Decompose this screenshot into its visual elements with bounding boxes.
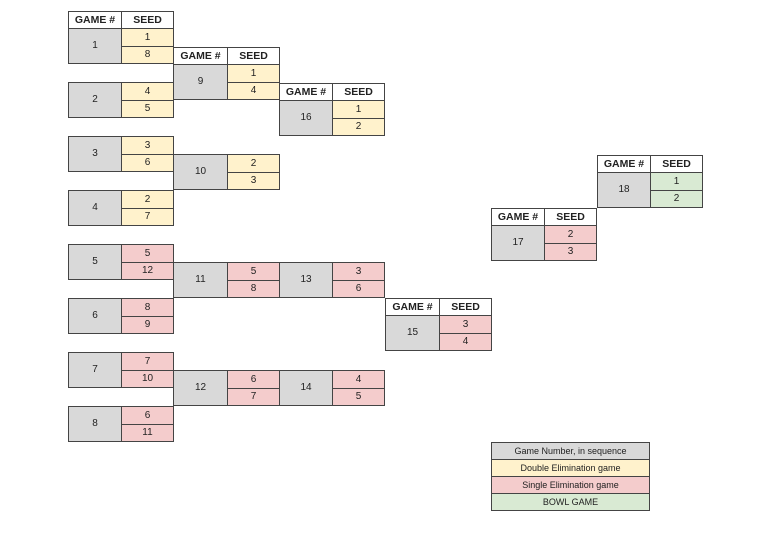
game-10-number: 10 xyxy=(173,154,228,190)
game-2-seed-top: 4 xyxy=(121,82,174,101)
game-14-seed-bottom: 5 xyxy=(332,388,385,406)
header-seed: SEED xyxy=(544,208,597,226)
legend-bowl-game: BOWL GAME xyxy=(491,493,650,511)
game-3-seed-top: 3 xyxy=(121,136,174,155)
legend-game-number: Game Number, in sequence xyxy=(491,442,650,460)
game-6-number: 6 xyxy=(68,298,122,334)
header-game: GAME # xyxy=(279,83,333,101)
header-game: GAME # xyxy=(68,11,122,29)
game-9-seed-top: 1 xyxy=(227,64,280,83)
game-8-number: 8 xyxy=(68,406,122,442)
header-game: GAME # xyxy=(173,47,228,65)
game-7-seed-bottom: 10 xyxy=(121,370,174,388)
game-2-seed-bottom: 5 xyxy=(121,100,174,118)
game-9-seed-bottom: 4 xyxy=(227,82,280,100)
game-1-seed-top: 1 xyxy=(121,28,174,47)
game-17-number: 17 xyxy=(491,225,545,261)
game-14-seed-top: 4 xyxy=(332,370,385,389)
header-seed: SEED xyxy=(650,155,703,173)
game-9-number: 9 xyxy=(173,64,228,100)
game-3-seed-bottom: 6 xyxy=(121,154,174,172)
game-12-number: 12 xyxy=(173,370,228,406)
game-13-seed-bottom: 6 xyxy=(332,280,385,298)
game-7-seed-top: 7 xyxy=(121,352,174,371)
header-seed: SEED xyxy=(439,298,492,316)
game-5-number: 5 xyxy=(68,244,122,280)
game-4-seed-bottom: 7 xyxy=(121,208,174,226)
game-11-seed-top: 5 xyxy=(227,262,280,281)
game-14-number: 14 xyxy=(279,370,333,406)
game-16-seed-bottom: 2 xyxy=(332,118,385,136)
game-8-seed-top: 6 xyxy=(121,406,174,425)
game-12-seed-top: 6 xyxy=(227,370,280,389)
game-5-seed-top: 5 xyxy=(121,244,174,263)
game-10-seed-top: 2 xyxy=(227,154,280,173)
legend-single-elimination: Single Elimination game xyxy=(491,476,650,494)
game-5-seed-bottom: 12 xyxy=(121,262,174,280)
game-18-seed-bottom: 2 xyxy=(650,190,703,208)
game-6-seed-bottom: 9 xyxy=(121,316,174,334)
game-13-number: 13 xyxy=(279,262,333,298)
game-6-seed-top: 8 xyxy=(121,298,174,317)
header-game: GAME # xyxy=(385,298,440,316)
header-seed: SEED xyxy=(332,83,385,101)
game-7-number: 7 xyxy=(68,352,122,388)
header-game: GAME # xyxy=(491,208,545,226)
game-4-number: 4 xyxy=(68,190,122,226)
game-10-seed-bottom: 3 xyxy=(227,172,280,190)
game-3-number: 3 xyxy=(68,136,122,172)
game-16-number: 16 xyxy=(279,100,333,136)
game-2-number: 2 xyxy=(68,82,122,118)
game-1-seed-bottom: 8 xyxy=(121,46,174,64)
game-18-seed-top: 1 xyxy=(650,172,703,191)
legend-double-elimination: Double Elimination game xyxy=(491,459,650,477)
header-game: GAME # xyxy=(597,155,651,173)
game-17-seed-top: 2 xyxy=(544,225,597,244)
game-18-number: 18 xyxy=(597,172,651,208)
header-seed: SEED xyxy=(121,11,174,29)
header-seed: SEED xyxy=(227,47,280,65)
game-8-seed-bottom: 11 xyxy=(121,424,174,442)
game-12-seed-bottom: 7 xyxy=(227,388,280,406)
game-15-number: 15 xyxy=(385,315,440,351)
game-17-seed-bottom: 3 xyxy=(544,243,597,261)
game-4-seed-top: 2 xyxy=(121,190,174,209)
game-16-seed-top: 1 xyxy=(332,100,385,119)
game-11-seed-bottom: 8 xyxy=(227,280,280,298)
game-11-number: 11 xyxy=(173,262,228,298)
game-15-seed-top: 3 xyxy=(439,315,492,334)
game-1-number: 1 xyxy=(68,28,122,64)
game-15-seed-bottom: 4 xyxy=(439,333,492,351)
game-13-seed-top: 3 xyxy=(332,262,385,281)
